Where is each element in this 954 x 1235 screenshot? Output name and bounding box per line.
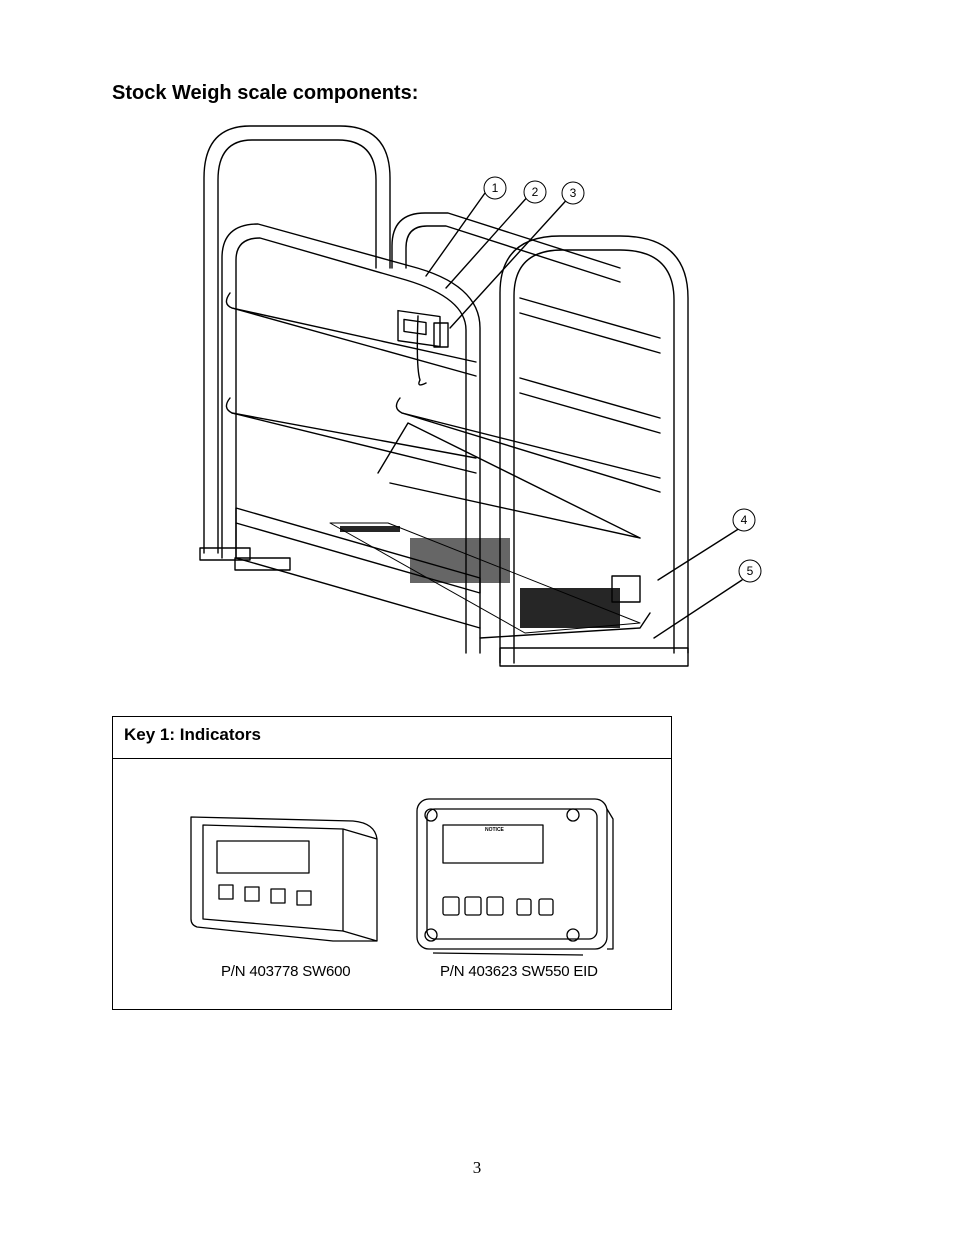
key-indicators-box: Key 1: Indicators (112, 716, 672, 1010)
hoop-back-center (391, 212, 621, 269)
hoop-back-left (203, 125, 391, 554)
callout-2: 2 (532, 185, 539, 199)
key-title: Key 1: Indicators (113, 717, 671, 759)
sw550-notice-label: NOTICE (485, 827, 505, 833)
indicator-drawings: NOTICE (190, 798, 614, 956)
callout-4: 4 (741, 513, 748, 527)
sw550-indicator (416, 798, 608, 950)
page-heading: Stock Weigh scale components: (112, 82, 419, 104)
callout-5: 5 (747, 564, 754, 578)
scale-drawing: 1 2 3 4 5 (199, 125, 762, 667)
callout-1: 1 (492, 181, 499, 195)
hoop-front-right (499, 235, 689, 664)
platform-side (235, 507, 481, 594)
indicator-unit (397, 309, 441, 348)
floor-grating (329, 522, 641, 634)
callout-3: 3 (570, 186, 577, 200)
sw600-indicator (190, 816, 378, 942)
hoop-front-left (221, 223, 481, 654)
junction-box (433, 322, 449, 348)
part-number-sw550: P/N 403623 SW550 EID (440, 963, 598, 980)
part-number-sw600: P/N 403778 SW600 (221, 963, 351, 980)
page-number: 3 (472, 1158, 482, 1177)
platform-front (499, 647, 689, 667)
